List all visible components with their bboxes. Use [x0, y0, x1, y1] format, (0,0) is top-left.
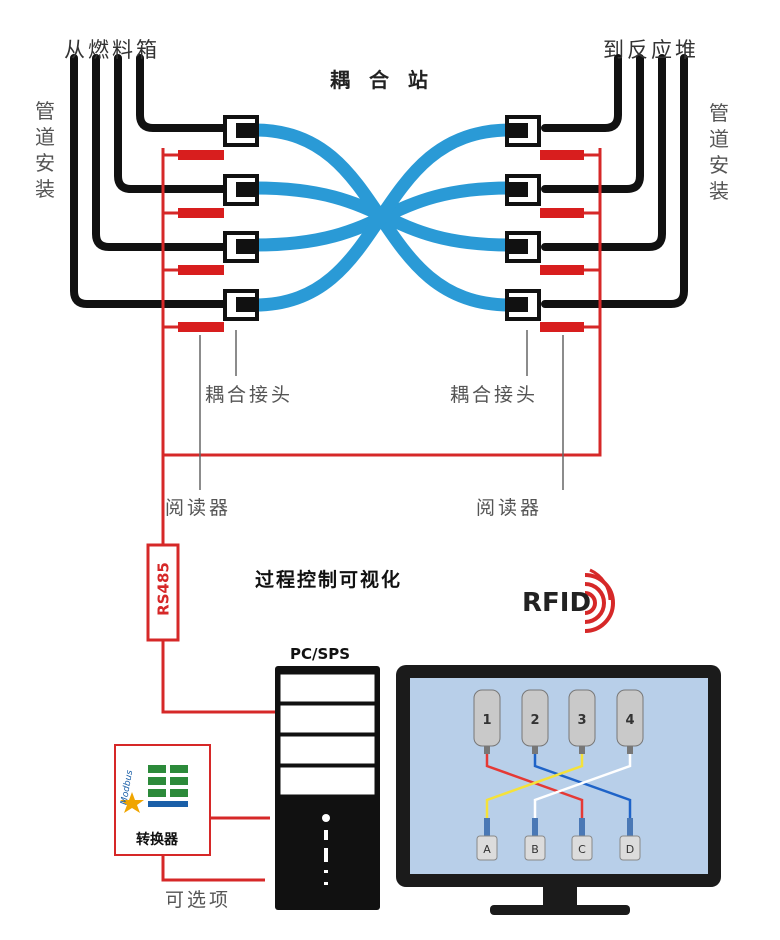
right-pipe-2 — [541, 54, 644, 193]
monitor-outlet-pipe — [532, 818, 538, 836]
reader-right-label: 阅读器 — [476, 497, 543, 519]
left-pipe-4 — [70, 54, 229, 308]
monitor-outlet-label: D — [626, 843, 634, 856]
monitor-tank-valve — [484, 746, 490, 754]
right-couplings — [505, 115, 584, 332]
right-coupling-1 — [505, 115, 584, 160]
monitor-outlet-pipe — [484, 818, 490, 836]
rs485-label: RS485 — [154, 562, 173, 616]
optional-label: 可选项 — [165, 889, 232, 911]
left-coupling-3 — [178, 231, 259, 275]
coupling-station-title: 耦 合 站 — [330, 68, 434, 92]
pc-sps-label: PC/SPS — [290, 645, 351, 663]
coupling-joint-right-label: 耦合接头 — [450, 384, 539, 406]
wire-to-pc — [161, 640, 275, 714]
monitor-outlet-icon — [476, 835, 498, 861]
monitor-tank-number: 3 — [577, 713, 586, 728]
monitor-outlet-label: B — [531, 843, 539, 856]
blue-hoses — [248, 123, 517, 312]
monitor-content: 1 2 3 4A B C D — [473, 689, 644, 861]
left-pipe-2 — [114, 54, 229, 193]
rfid-logo — [584, 568, 615, 633]
left-pipe-3 — [92, 54, 229, 251]
right-coupling-4 — [505, 289, 584, 332]
monitor-tank-number: 1 — [482, 713, 491, 728]
rfid-label: RFID — [522, 588, 592, 618]
monitor-tank-valve — [532, 746, 538, 754]
monitor — [396, 665, 721, 915]
rfid-wave-icon — [584, 573, 615, 633]
monitor-outlet-label: C — [578, 843, 586, 856]
left-pipe-1 — [136, 54, 229, 132]
process-visualization-title: 过程控制可视化 — [255, 569, 403, 591]
wire-left-bus — [161, 148, 602, 457]
pipe-install-right-label: 管道安装 — [709, 101, 729, 203]
monitor-tank-valve — [579, 746, 585, 754]
monitor-tank-number: 2 — [530, 713, 539, 728]
right-pipe-4 — [541, 54, 688, 308]
monitor-outlet-icon — [571, 835, 593, 861]
pc-tower — [275, 666, 380, 910]
monitor-outlet-pipe — [627, 818, 633, 836]
monitor-outlet-label: A — [483, 843, 491, 856]
converter-label: 转换器 — [136, 832, 178, 848]
left-coupling-4 — [178, 289, 259, 332]
to-reactor-label: 到反应堆 — [603, 38, 699, 62]
reader-left-label: 阅读器 — [165, 497, 232, 519]
right-pipe-1 — [541, 54, 622, 132]
rs485-box — [146, 543, 180, 642]
monitor-flow-line — [533, 752, 632, 820]
monitor-outlet-icon — [524, 835, 546, 861]
left-black-pipes — [70, 54, 229, 308]
left-coupling-1 — [178, 115, 259, 160]
coupling-joint-left-label: 耦合接头 — [205, 384, 294, 406]
monitor-outlet-pipe — [579, 818, 585, 836]
from-tank-label: 从燃料箱 — [64, 38, 160, 62]
monitor-flow-line — [485, 752, 584, 820]
right-black-pipes — [541, 54, 688, 308]
monitor-tank-valve — [627, 746, 633, 754]
left-coupling-2 — [178, 174, 259, 218]
right-coupling-3 — [505, 231, 584, 275]
pipe-install-left-label: 管道安装 — [35, 99, 55, 201]
left-couplings — [178, 115, 259, 332]
hose-4 — [248, 123, 517, 312]
monitor-outlet-icon — [619, 835, 641, 861]
right-coupling-2 — [505, 174, 584, 218]
leader-lines — [199, 330, 564, 490]
pc-power-button — [322, 814, 330, 822]
modbus-star-icon — [120, 792, 144, 813]
converter-box — [114, 744, 211, 856]
right-pipe-3 — [541, 54, 666, 251]
monitor-tank-number: 4 — [625, 713, 634, 728]
